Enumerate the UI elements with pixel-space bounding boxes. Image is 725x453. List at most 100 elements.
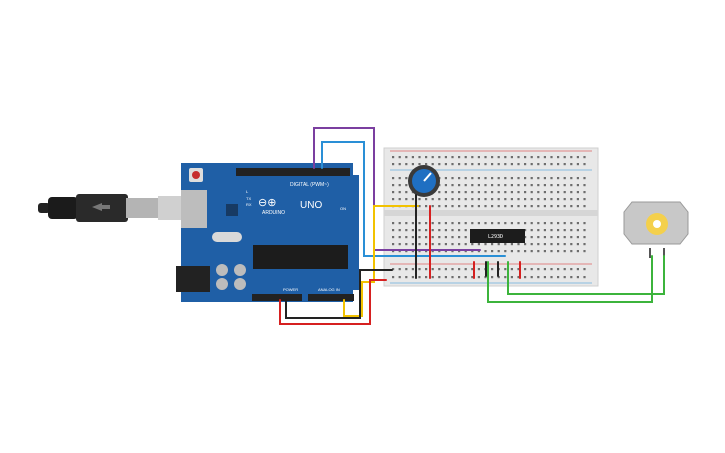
breadboard-hole[interactable] bbox=[444, 276, 447, 279]
breadboard-hole[interactable] bbox=[583, 205, 586, 208]
breadboard-hole[interactable] bbox=[464, 250, 467, 253]
breadboard-hole[interactable] bbox=[484, 222, 487, 225]
breadboard-hole[interactable] bbox=[444, 222, 447, 225]
breadboard-hole[interactable] bbox=[583, 250, 586, 253]
breadboard-hole[interactable] bbox=[530, 229, 533, 232]
breadboard-hole[interactable] bbox=[405, 163, 408, 166]
breadboard-hole[interactable] bbox=[576, 163, 579, 166]
breadboard-hole[interactable] bbox=[418, 198, 421, 201]
breadboard-hole[interactable] bbox=[504, 163, 507, 166]
breadboard-hole[interactable] bbox=[458, 276, 461, 279]
breadboard-holes[interactable] bbox=[392, 156, 586, 279]
breadboard-hole[interactable] bbox=[431, 236, 434, 239]
breadboard-hole[interactable] bbox=[510, 276, 513, 279]
breadboard-hole[interactable] bbox=[550, 222, 553, 225]
breadboard-hole[interactable] bbox=[392, 191, 395, 194]
breadboard-hole[interactable] bbox=[550, 156, 553, 159]
breadboard-hole[interactable] bbox=[524, 163, 527, 166]
breadboard-hole[interactable] bbox=[563, 205, 566, 208]
breadboard-hole[interactable] bbox=[451, 156, 454, 159]
breadboard-hole[interactable] bbox=[398, 236, 401, 239]
breadboard-hole[interactable] bbox=[458, 184, 461, 187]
breadboard-hole[interactable] bbox=[504, 268, 507, 271]
breadboard-hole[interactable] bbox=[458, 177, 461, 180]
breadboard-hole[interactable] bbox=[392, 198, 395, 201]
breadboard-hole[interactable] bbox=[550, 229, 553, 232]
breadboard-hole[interactable] bbox=[563, 236, 566, 239]
breadboard-hole[interactable] bbox=[477, 250, 480, 253]
breadboard-hole[interactable] bbox=[438, 243, 441, 246]
breadboard-hole[interactable] bbox=[550, 250, 553, 253]
breadboard-hole[interactable] bbox=[530, 243, 533, 246]
breadboard-hole[interactable] bbox=[563, 222, 566, 225]
breadboard-hole[interactable] bbox=[405, 276, 408, 279]
breadboard-hole[interactable] bbox=[543, 222, 546, 225]
breadboard-hole[interactable] bbox=[504, 250, 507, 253]
breadboard-hole[interactable] bbox=[444, 268, 447, 271]
breadboard-hole[interactable] bbox=[504, 184, 507, 187]
breadboard-hole[interactable] bbox=[504, 191, 507, 194]
breadboard-hole[interactable] bbox=[510, 205, 513, 208]
breadboard-hole[interactable] bbox=[477, 163, 480, 166]
breadboard-hole[interactable] bbox=[537, 229, 540, 232]
breadboard-hole[interactable] bbox=[444, 205, 447, 208]
breadboard-hole[interactable] bbox=[530, 268, 533, 271]
breadboard-hole[interactable] bbox=[557, 222, 560, 225]
breadboard-hole[interactable] bbox=[438, 205, 441, 208]
breadboard-hole[interactable] bbox=[497, 250, 500, 253]
breadboard-hole[interactable] bbox=[524, 205, 527, 208]
breadboard-hole[interactable] bbox=[550, 268, 553, 271]
breadboard-hole[interactable] bbox=[543, 198, 546, 201]
breadboard-hole[interactable] bbox=[583, 276, 586, 279]
breadboard-hole[interactable] bbox=[411, 236, 414, 239]
breadboard-hole[interactable] bbox=[444, 163, 447, 166]
breadboard-hole[interactable] bbox=[451, 250, 454, 253]
breadboard-hole[interactable] bbox=[530, 191, 533, 194]
breadboard-hole[interactable] bbox=[438, 229, 441, 232]
breadboard-hole[interactable] bbox=[464, 163, 467, 166]
breadboard-hole[interactable] bbox=[425, 236, 428, 239]
breadboard-hole[interactable] bbox=[425, 229, 428, 232]
breadboard-hole[interactable] bbox=[491, 177, 494, 180]
breadboard-hole[interactable] bbox=[583, 268, 586, 271]
breadboard-hole[interactable] bbox=[570, 250, 573, 253]
breadboard-hole[interactable] bbox=[451, 177, 454, 180]
breadboard-hole[interactable] bbox=[392, 229, 395, 232]
breadboard-hole[interactable] bbox=[537, 205, 540, 208]
breadboard-hole[interactable] bbox=[530, 184, 533, 187]
breadboard-hole[interactable] bbox=[431, 268, 434, 271]
breadboard-hole[interactable] bbox=[484, 156, 487, 159]
breadboard-hole[interactable] bbox=[484, 205, 487, 208]
breadboard-hole[interactable] bbox=[431, 250, 434, 253]
breadboard-hole[interactable] bbox=[491, 276, 494, 279]
breadboard-hole[interactable] bbox=[524, 198, 527, 201]
breadboard-hole[interactable] bbox=[477, 276, 480, 279]
breadboard-hole[interactable] bbox=[550, 205, 553, 208]
breadboard-hole[interactable] bbox=[497, 177, 500, 180]
breadboard-hole[interactable] bbox=[405, 191, 408, 194]
breadboard-hole[interactable] bbox=[431, 205, 434, 208]
breadboard-hole[interactable] bbox=[405, 184, 408, 187]
breadboard-hole[interactable] bbox=[524, 177, 527, 180]
breadboard-hole[interactable] bbox=[451, 236, 454, 239]
breadboard-hole[interactable] bbox=[576, 191, 579, 194]
breadboard-hole[interactable] bbox=[497, 191, 500, 194]
breadboard-hole[interactable] bbox=[530, 177, 533, 180]
breadboard-hole[interactable] bbox=[543, 184, 546, 187]
breadboard-hole[interactable] bbox=[405, 156, 408, 159]
breadboard-hole[interactable] bbox=[451, 191, 454, 194]
breadboard-hole[interactable] bbox=[530, 236, 533, 239]
breadboard-hole[interactable] bbox=[524, 268, 527, 271]
breadboard-hole[interactable] bbox=[418, 205, 421, 208]
breadboard-hole[interactable] bbox=[497, 276, 500, 279]
breadboard-hole[interactable] bbox=[504, 198, 507, 201]
breadboard-hole[interactable] bbox=[451, 243, 454, 246]
breadboard-hole[interactable] bbox=[504, 243, 507, 246]
breadboard-hole[interactable] bbox=[557, 205, 560, 208]
breadboard-hole[interactable] bbox=[398, 184, 401, 187]
breadboard-hole[interactable] bbox=[583, 198, 586, 201]
breadboard-hole[interactable] bbox=[411, 222, 414, 225]
breadboard-hole[interactable] bbox=[471, 198, 474, 201]
breadboard-hole[interactable] bbox=[425, 156, 428, 159]
